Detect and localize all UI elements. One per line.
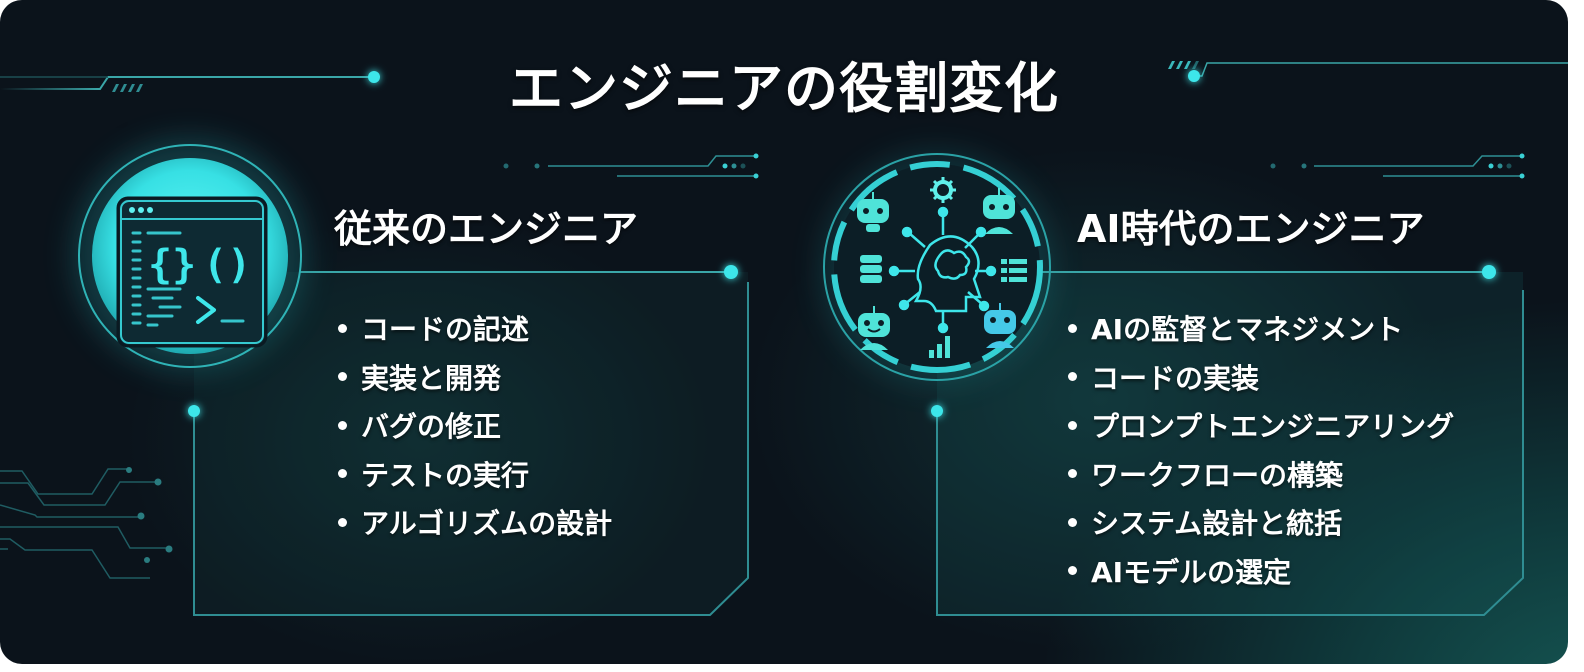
bar-chart-icon (929, 336, 950, 358)
circuit-decoration: {} () (0, 61, 1568, 616)
bullet-icon (338, 420, 347, 430)
list-item: プロンプトエンジニアリング (1064, 403, 1454, 452)
bullet-icon (1068, 517, 1077, 527)
right-heading-circuit (1270, 153, 1525, 179)
right-panel-heading: AI時代のエンジニア (1077, 207, 1425, 251)
robot-icon (858, 306, 890, 350)
list-item: AIの監督とマネジメント (1064, 306, 1454, 355)
bullet-icon (338, 323, 347, 333)
svg-text:(): () (203, 242, 251, 288)
bullet-icon (338, 517, 347, 527)
list-item: コードの実装 (1064, 355, 1454, 404)
server-list-icon (1001, 259, 1027, 282)
list-item: システム設計と統括 (1064, 500, 1454, 549)
list-item: バグの修正 (334, 403, 612, 452)
database-icon (860, 255, 882, 283)
svg-text:{}: {} (148, 242, 196, 288)
bullet-icon (1068, 323, 1077, 333)
left-panel-frame (188, 265, 749, 616)
page-title: エンジニアの役割変化 (509, 57, 1059, 120)
bullet-icon (1068, 372, 1077, 381)
bullet-icon (338, 372, 347, 381)
left-panel-list: コードの記述 実装と開発 バグの修正 テストの実行 アルゴリズムの設計 (334, 306, 612, 549)
title-left-line (0, 71, 380, 92)
left-heading-circuit (503, 153, 759, 179)
list-item: アルゴリズムの設計 (334, 500, 612, 549)
gear-icon (930, 177, 956, 203)
robot-icon (857, 192, 889, 232)
left-panel-heading: 従来のエンジニア (334, 207, 639, 251)
right-panel-list: AIの監督とマネジメント コードの実装 プロンプトエンジニアリング ワークフロー… (1064, 306, 1454, 597)
left-circuit-traces (0, 467, 173, 579)
bullet-icon (1068, 566, 1077, 575)
list-item: 実装と開発 (334, 355, 612, 404)
list-item: AIモデルの選定 (1064, 549, 1454, 598)
list-item: ワークフローの構築 (1064, 452, 1454, 501)
list-item: テストの実行 (334, 452, 612, 501)
ai-brain-network-icon (819, 150, 1055, 386)
robot-icon (984, 303, 1016, 348)
robot-icon (983, 188, 1015, 234)
list-item: コードの記述 (334, 306, 612, 355)
infographic-card: {} () (0, 0, 1568, 664)
title-right-line (1168, 61, 1568, 82)
bullet-icon (338, 469, 347, 478)
bullet-icon (1068, 420, 1077, 430)
code-editor-terminal-icon: {} () (72, 137, 308, 373)
bullet-icon (1068, 469, 1077, 478)
right-panel-frame (931, 265, 1524, 616)
